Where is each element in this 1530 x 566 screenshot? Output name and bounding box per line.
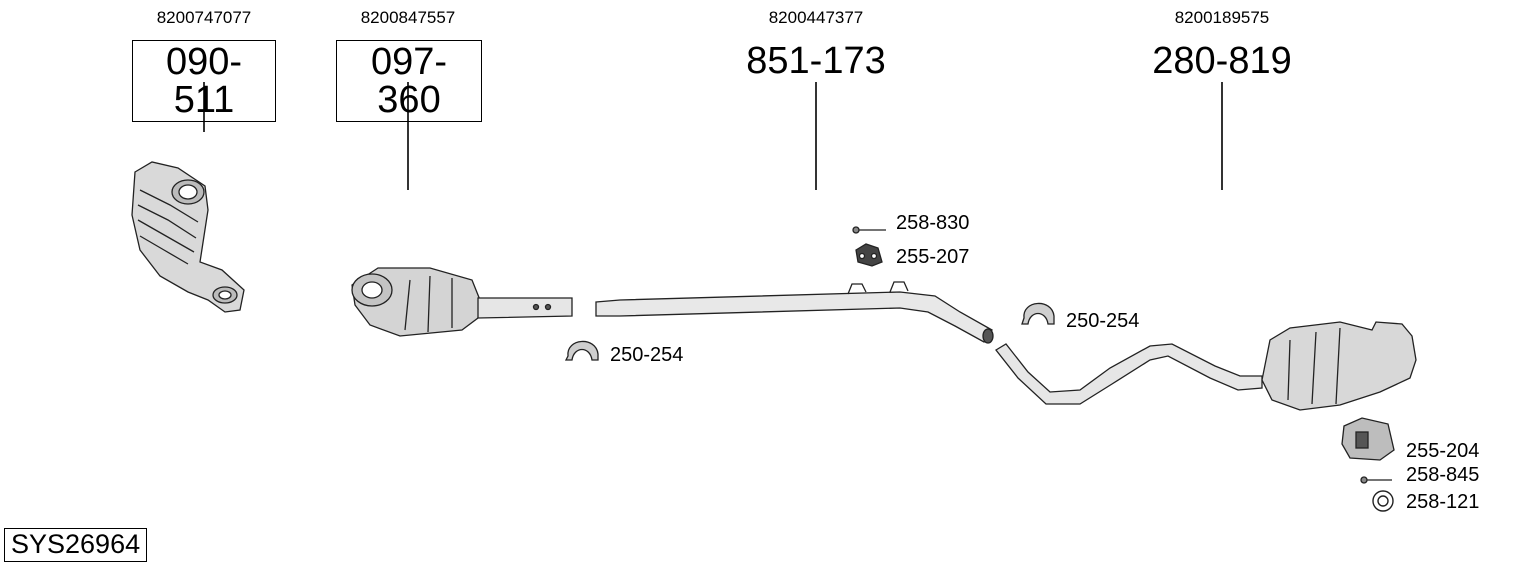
label-255-204: 255-204: [1406, 440, 1480, 462]
clamp-left-drawing: [564, 340, 599, 361]
label-clamp-left: 250-254: [610, 344, 684, 366]
bracket-255-204-drawing: [1341, 417, 1395, 461]
particulate-filter-drawing: [351, 267, 573, 337]
catalytic-converter-drawing: [131, 161, 245, 313]
rubber-mount-255-207-drawing: [855, 243, 883, 267]
label-255-207: 255-207: [896, 246, 970, 268]
label-258-845: 258-845: [1406, 464, 1480, 486]
oem-number-851-173: 8200447377: [768, 8, 864, 27]
oem-number-097-360: 8200847557: [360, 8, 456, 27]
part-number-280-819: 280-819: [1152, 40, 1292, 82]
ring-258-121-drawing: [1372, 490, 1394, 512]
middle-pipe-drawing: [595, 281, 994, 344]
oem-number-280-819: 8200189575: [1174, 8, 1270, 27]
part-number-090-511: 090-511: [132, 40, 276, 122]
label-258-121: 258-121: [1406, 491, 1480, 513]
label-clamp-right: 250-254: [1066, 310, 1140, 332]
part-number-097-360: 097-360: [336, 40, 482, 122]
part-number-851-173: 851-173: [746, 40, 886, 82]
oem-number-090-511: 8200747077: [156, 8, 252, 27]
bolt-258-830-drawing: [852, 226, 886, 234]
bolt-258-845-drawing: [1360, 476, 1392, 484]
clamp-right-drawing: [1021, 302, 1055, 325]
label-258-830: 258-830: [896, 212, 970, 234]
system-id-label: SYS26964: [4, 528, 148, 562]
rear-muffler-drawing: [995, 321, 1417, 411]
